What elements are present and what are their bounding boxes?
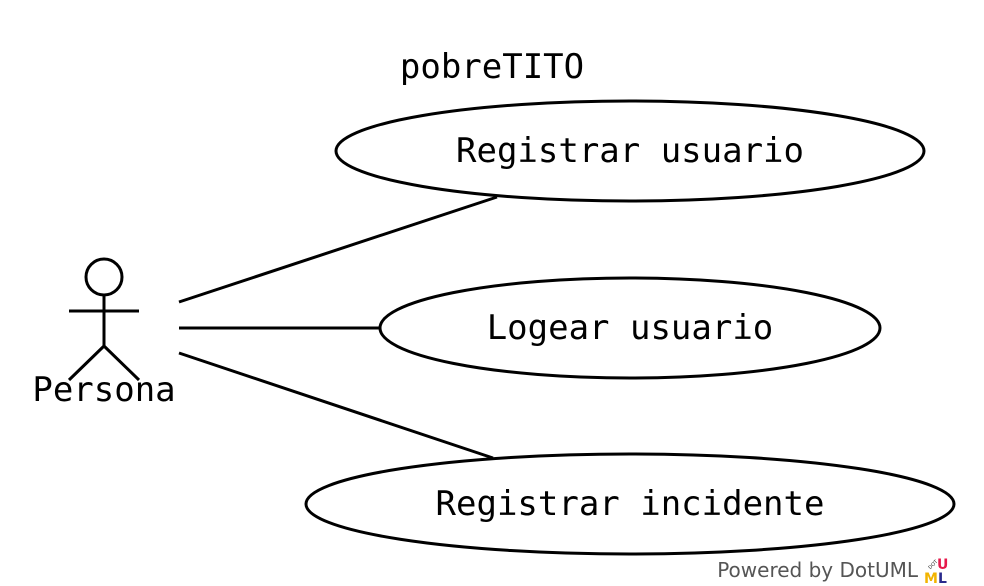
use-case-ellipse [334,99,926,203]
actor-left-leg [67,344,106,382]
use-case-label: Logear usuario [487,308,774,348]
actor-label: Persona [32,370,175,410]
associations [178,195,498,460]
use-case-ellipse [378,276,882,380]
use-case-label: Registrar incidente [436,484,825,524]
association-registrar-usuario [178,195,498,304]
logo-letter-l: L [938,571,947,584]
dotuml-logo-icon: DOT U M L [924,557,948,584]
use-case-logear-usuario: Logear usuario [378,276,882,380]
powered-by-text: Powered by DotUML [717,558,918,582]
use-case-ellipse [304,452,956,556]
association-registrar-incidente [178,351,494,460]
logo-letter-m: M [924,571,938,584]
actor-right-leg [102,344,141,382]
use-case-label: Registrar usuario [456,131,804,171]
footer-powered-by[interactable]: Powered by DotUML DOT U M L [717,556,950,584]
actor-persona [67,257,141,382]
diagram-title: pobreTITO [400,47,584,87]
use-case-registrar-incidente: Registrar incidente [304,452,956,556]
logo-letter-u: U [937,557,948,573]
use-case-registrar-usuario: Registrar usuario [334,99,926,203]
actor-head [84,257,124,297]
